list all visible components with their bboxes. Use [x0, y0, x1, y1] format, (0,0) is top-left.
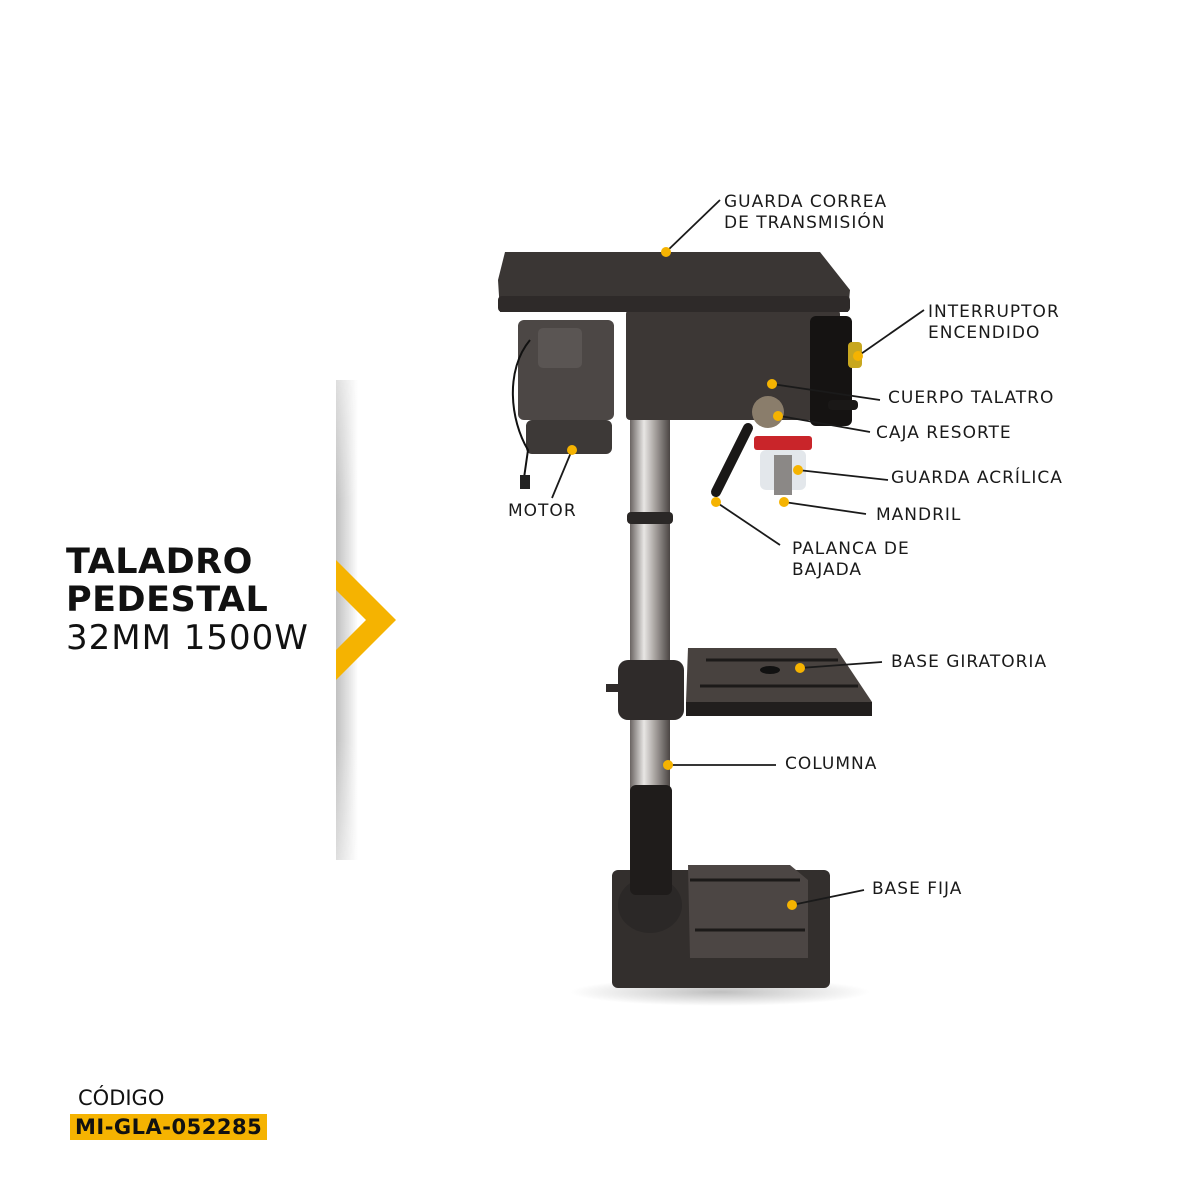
- callout-caja-resorte: CAJA RESORTE: [876, 423, 1012, 443]
- code-label: CÓDIGO: [78, 1086, 165, 1110]
- callout-motor: MOTOR: [508, 501, 577, 521]
- callout-cuerpo: CUERPO TALATRO: [888, 388, 1055, 408]
- title-specs: 32MM 1500W: [66, 618, 309, 658]
- callout-interruptor: INTERRUPTOR ENCENDIDO: [928, 302, 1060, 343]
- callout-base-giratoria: BASE GIRATORIA: [891, 652, 1048, 672]
- callout-guarda-acrilica: GUARDA ACRÍLICA: [891, 468, 1063, 488]
- callout-guarda-correa: GUARDA CORREA DE TRANSMISIÓN: [724, 192, 888, 233]
- chevron-right-icon: [336, 560, 396, 680]
- callout-palanca: PALANCA DE BAJADA: [792, 539, 910, 580]
- divider-shadow: [336, 380, 358, 860]
- callout-columna: COLUMNA: [785, 754, 878, 774]
- callout-base-fija: BASE FIJA: [872, 879, 963, 899]
- title-line-2: PEDESTAL: [66, 580, 269, 620]
- title-line-1: TALADRO: [66, 542, 253, 582]
- product-title: TALADRO PEDESTAL 32MM 1500W: [66, 543, 309, 657]
- callout-mandril: MANDRIL: [876, 505, 962, 525]
- code-value: MI-GLA-052285: [70, 1114, 268, 1140]
